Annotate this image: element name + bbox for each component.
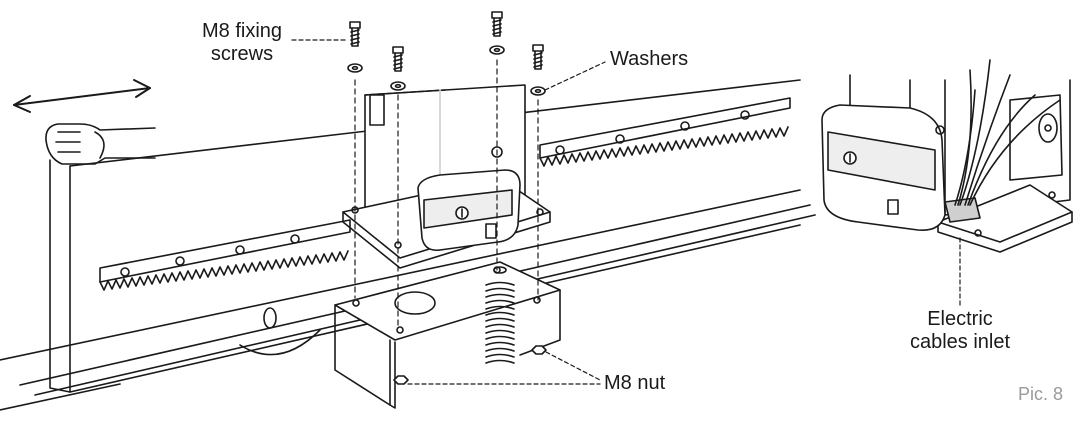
washer-icon bbox=[390, 81, 406, 91]
gate-direction-arrow-icon bbox=[13, 79, 151, 113]
nut-icon bbox=[531, 345, 547, 355]
callout-lines bbox=[291, 39, 961, 385]
fixing-screws-label-line2: screws bbox=[210, 43, 274, 65]
fixing-screws-label: M8 fixing screws bbox=[194, 20, 290, 66]
cables-inlet-label-line1: Electric bbox=[927, 308, 993, 330]
washers bbox=[347, 45, 546, 96]
nuts bbox=[393, 345, 547, 385]
operator-detail-inset bbox=[821, 59, 1073, 253]
washers-label: Washers bbox=[610, 48, 689, 70]
threaded-anchor bbox=[485, 266, 515, 364]
cables-inlet-label: Electric cables inlet bbox=[898, 308, 1022, 354]
fixing-screws bbox=[349, 11, 544, 72]
hand-icon bbox=[45, 123, 156, 165]
gear-rack-right bbox=[539, 97, 791, 167]
screw-icon bbox=[349, 21, 361, 47]
screw-icon bbox=[392, 46, 404, 72]
cables-inlet-label-line2: cables inlet bbox=[909, 331, 1011, 353]
gear-rack-left bbox=[99, 219, 351, 291]
alignment-lines bbox=[354, 59, 539, 329]
foundation-plate bbox=[334, 261, 561, 409]
fixing-screws-label-line1: M8 fixing bbox=[201, 20, 283, 42]
washer-icon bbox=[347, 63, 363, 73]
figure-caption: Pic. 8 bbox=[1018, 384, 1064, 404]
washer-icon bbox=[530, 86, 546, 96]
washer-icon bbox=[489, 45, 505, 55]
screw-icon bbox=[532, 44, 544, 70]
screw-icon bbox=[491, 11, 503, 37]
gate-operator bbox=[342, 84, 551, 269]
nut-label: M8 nut bbox=[604, 372, 666, 394]
nut-icon bbox=[393, 375, 409, 385]
